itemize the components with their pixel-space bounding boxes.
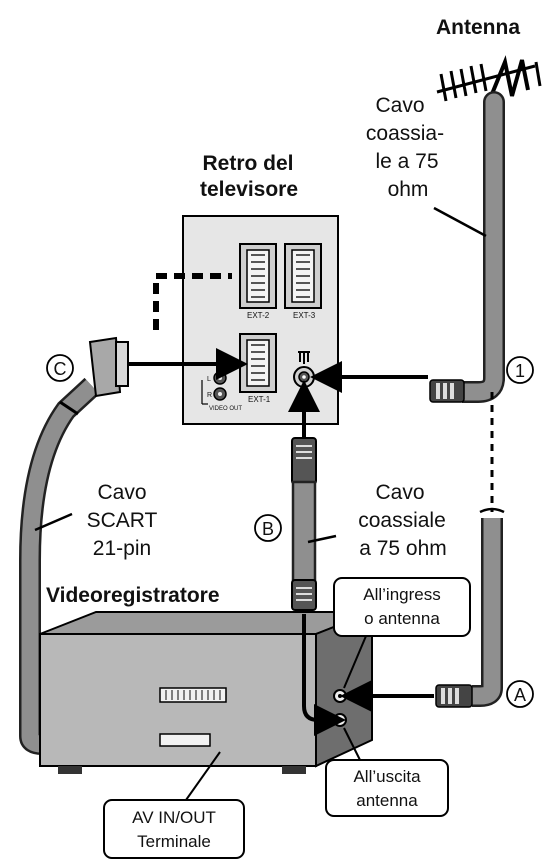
scart-alt-route — [153, 273, 232, 330]
svg-text:All’ingress: All’ingress — [363, 585, 440, 604]
antenna-coax-cable — [429, 91, 505, 403]
marker-b — [254, 514, 282, 542]
svg-text:AV IN/OUT: AV IN/OUT — [132, 808, 216, 827]
video-out-label: VIDEO OUT — [209, 406, 242, 412]
scart-cable-label: Cavo SCART 21-pin — [87, 481, 158, 560]
svg-text:coassia-: coassia- — [366, 122, 444, 145]
svg-text:a 75 ohm: a 75 ohm — [359, 537, 447, 560]
antenna-icon — [436, 55, 542, 102]
antenna-out-callout — [325, 759, 449, 817]
marker-1 — [506, 356, 534, 384]
av-terminal-label: AV IN/OUT Terminale — [132, 808, 216, 851]
marker-c — [46, 354, 74, 382]
ext1-label: EXT-1 — [248, 395, 271, 404]
svg-text:antenna: antenna — [356, 791, 418, 810]
svg-text:Cavo: Cavo — [375, 94, 424, 117]
marker-a — [506, 680, 534, 708]
coax-top-label: Cavo coassia- le a 75 ohm — [366, 94, 444, 201]
audio-l-label: L — [207, 376, 211, 383]
antenna-in-callout — [333, 577, 471, 637]
arrow-b-to-vcr — [302, 614, 346, 736]
antenna-label: Antenna — [436, 16, 520, 39]
svg-text:le a 75: le a 75 — [375, 150, 438, 173]
svg-text:C: C — [54, 359, 67, 379]
svg-text:21-pin: 21-pin — [93, 537, 151, 560]
svg-text:Terminale: Terminale — [137, 832, 211, 851]
vcr-label: Videoregistratore — [46, 584, 220, 607]
svg-text:Cavo: Cavo — [97, 481, 146, 504]
svg-text:1: 1 — [515, 361, 525, 381]
antenna-in-label: All’ingress o antenna — [363, 585, 440, 628]
tv-back-label: Retro del televisore — [200, 152, 298, 201]
vcr-unit — [39, 610, 373, 774]
svg-text:All’uscita: All’uscita — [353, 767, 421, 786]
svg-text:televisore: televisore — [200, 178, 298, 201]
coax-cable-b — [291, 437, 317, 611]
svg-text:ohm: ohm — [388, 178, 429, 201]
audio-r-label: R — [207, 392, 212, 399]
svg-text:coassiale: coassiale — [358, 509, 446, 532]
av-terminal-callout — [103, 799, 245, 859]
svg-text:SCART: SCART — [87, 509, 158, 532]
svg-text:Retro del: Retro del — [202, 152, 293, 175]
svg-text:B: B — [262, 519, 274, 539]
svg-text:Cavo: Cavo — [375, 481, 424, 504]
ext3-label: EXT-3 — [293, 311, 316, 320]
coax-cable-a — [435, 507, 505, 708]
svg-text:o antenna: o antenna — [364, 609, 440, 628]
coax-mid-label: Cavo coassiale a 75 ohm — [358, 481, 447, 560]
svg-text:A: A — [514, 685, 526, 705]
ext2-label: EXT-2 — [247, 311, 270, 320]
tv-back-panel — [182, 215, 339, 425]
antenna-out-label: All’uscita antenna — [353, 767, 421, 810]
